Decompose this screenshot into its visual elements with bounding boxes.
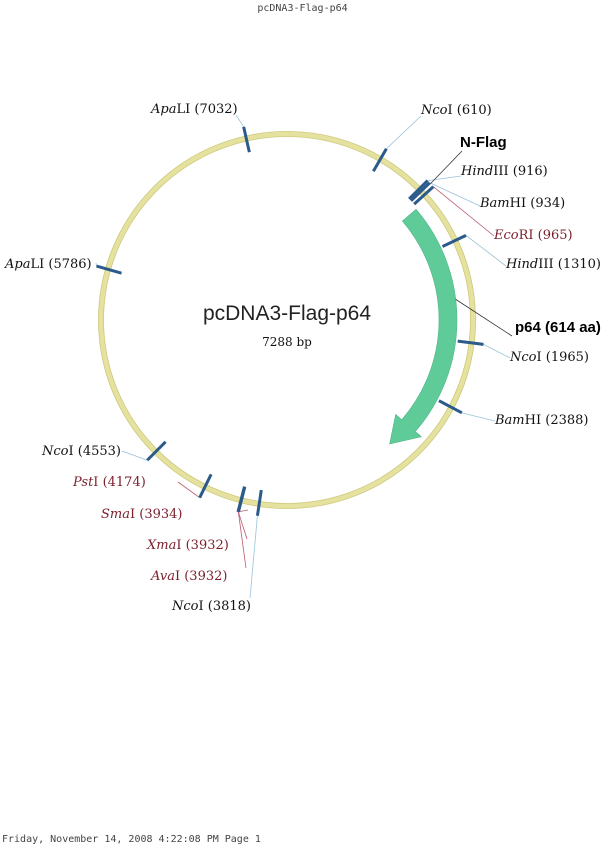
site-tick-bamhi-934: [409, 181, 431, 202]
plasmid-backbone-inner-edge: [103, 136, 471, 504]
site-tick-smai-3934: [236, 486, 246, 513]
plasmid-backbone-outer-edge: [98, 131, 476, 509]
leader-line-bamhi-2388: [461, 412, 496, 422]
site-label-avai-3932[interactable]: AvaI (3932): [150, 569, 227, 584]
site-tick-hindiii-1310: [441, 234, 467, 248]
leader-line-psti-4174: [177, 481, 200, 499]
leader-lines: [95, 114, 511, 599]
site-tick-ecori-965: [413, 185, 435, 206]
page-footer: Friday, November 14, 2008 4:22:08 PM Pag…: [2, 834, 261, 845]
leader-line-ncoi-1965: [483, 343, 511, 359]
plasmid-name: pcDNA3-Flag-p64: [203, 302, 371, 325]
page-header: pcDNA3-Flag-p64: [257, 3, 348, 14]
site-tick-hindiii-916: [408, 179, 429, 200]
n-flag-leader-line: [430, 150, 463, 184]
leader-line-ncoi-3818: [249, 515, 258, 599]
site-labels: NcoI (610) HindIII (916) BamHI (934) EcoRI …: [4, 102, 601, 614]
site-tick-ncoi-4553: [146, 440, 167, 462]
leader-line-ncoi-610: [386, 115, 422, 150]
site-label-bamhi-2388[interactable]: BamHI (2388): [494, 413, 588, 428]
site-tick-psti-4174: [198, 473, 213, 499]
leader-line-ecori-965: [433, 186, 495, 237]
p64-feature-arrow[interactable]: [389, 208, 458, 445]
site-label-ncoi-1965[interactable]: NcoI (1965): [509, 350, 589, 365]
plasmid-backbone: [98, 131, 476, 509]
site-label-bamhi-934[interactable]: BamHI (934): [479, 196, 565, 211]
leader-line-avai-3932: [237, 511, 247, 569]
site-label-apali-7032[interactable]: ApaLI (7032): [150, 102, 238, 117]
site-tick-apali-5786: [96, 264, 122, 275]
site-label-ncoi-4553[interactable]: NcoI (4553): [41, 444, 121, 459]
site-tick-ncoi-3818: [255, 489, 263, 517]
plasmid-size: 7288 bp: [262, 335, 312, 349]
site-tick-ncoi-610: [372, 148, 388, 172]
site-tick-ncoi-1965: [457, 339, 484, 346]
site-label-apali-5786[interactable]: ApaLI (5786): [4, 257, 92, 272]
site-label-smai-3934[interactable]: SmaI (3934): [101, 507, 182, 522]
p64-leader-line: [455, 299, 513, 337]
site-label-hindiii-1310[interactable]: HindIII (1310): [505, 257, 601, 272]
n-flag-label[interactable]: N-Flag: [460, 134, 507, 151]
site-tick-bamhi-2388: [438, 399, 463, 415]
leader-line-bamhi-934: [429, 182, 481, 207]
leader-line-xmai-3932: [237, 511, 248, 540]
site-label-hindiii-916[interactable]: HindIII (916): [460, 164, 548, 179]
leader-line-hindiii-1310: [465, 235, 507, 267]
site-label-xmai-3932[interactable]: XmaI (3932): [146, 538, 229, 553]
leader-line-ncoi-4553: [121, 450, 148, 461]
p64-label[interactable]: p64 (614 aa): [515, 319, 601, 336]
site-tick-apali-7032: [242, 126, 251, 153]
leader-line-hindiii-916: [427, 175, 462, 181]
site-label-psti-4174[interactable]: PstI (4174): [72, 475, 146, 490]
site-ticks: [96, 126, 484, 517]
leader-line-apali-7032: [235, 114, 244, 128]
site-label-ecori-965[interactable]: EcoRI (965): [493, 228, 573, 243]
site-label-ncoi-3818[interactable]: NcoI (3818): [171, 599, 251, 614]
site-label-ncoi-610[interactable]: NcoI (610): [420, 103, 492, 118]
